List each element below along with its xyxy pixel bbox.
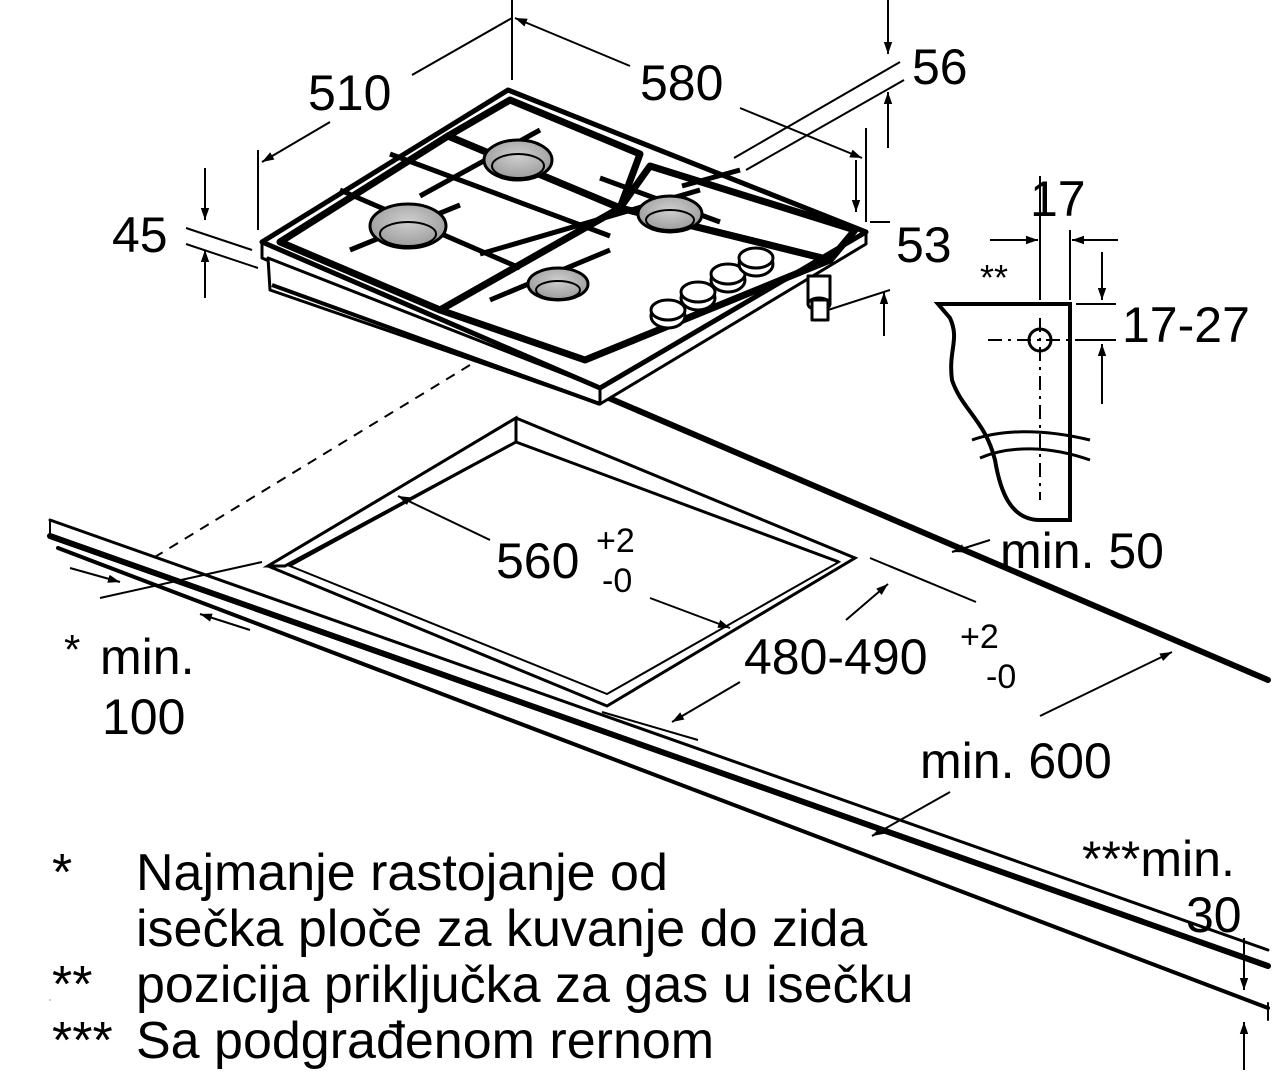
label-min-rear: min. 50 xyxy=(1000,523,1164,579)
dimension-lines xyxy=(69,0,1249,1070)
label-cutout-depth: 480-490 xyxy=(744,629,928,685)
burner-front-left xyxy=(368,202,448,250)
label-cutout-width-tol-minus: -0 xyxy=(602,562,632,600)
label-cutout-width-tol-plus: +2 xyxy=(596,522,635,560)
label-min-side: min. xyxy=(100,629,194,685)
label-gas-range: 17-27 xyxy=(1122,297,1250,353)
dashed-guide xyxy=(149,364,471,561)
legend-mark: ** xyxy=(52,956,93,1014)
gas-connection-detail xyxy=(933,302,1091,522)
hob xyxy=(259,87,869,406)
legend-mark: *** xyxy=(52,1012,113,1070)
label-min-worktop: min. 600 xyxy=(920,733,1112,789)
label-min-side-value: 100 xyxy=(102,689,185,745)
label-cutout-width: 560 xyxy=(496,533,579,589)
label-gas-marker: ** xyxy=(980,257,1008,298)
label-height: 45 xyxy=(112,207,168,263)
label-rear-height: 53 xyxy=(896,217,952,273)
gas-connector xyxy=(806,274,832,322)
label-width: 580 xyxy=(640,55,723,111)
control-knobs xyxy=(649,246,775,330)
worktop xyxy=(47,357,1271,1021)
label-gas-offset: 17 xyxy=(1030,171,1086,227)
label-min-side-marker: * xyxy=(64,626,80,673)
dimension-labels: 510 580 56 45 53 17 ** 17-27 min. 50 560… xyxy=(64,39,1250,943)
legend-mark: * xyxy=(52,844,73,902)
label-cutout-depth-tol-plus: +2 xyxy=(960,618,999,656)
label-min-front-value: 30 xyxy=(1186,887,1242,943)
legend-text: pozicija priključka za gas u isečku xyxy=(136,956,914,1014)
legend-text: Najmanje rastojanje od xyxy=(136,844,668,902)
burner-rear-left xyxy=(482,138,554,182)
label-cutout-depth-tol-minus: -0 xyxy=(986,658,1016,696)
legend-text: Sa podgrađenom rernom xyxy=(136,1012,715,1070)
label-min-front: ***min. xyxy=(1082,831,1235,887)
legend-text: isečka ploče za kuvanje do zida xyxy=(136,900,868,958)
burner-rear-right xyxy=(636,194,704,234)
label-depth: 510 xyxy=(308,65,391,121)
burner-front-right xyxy=(526,266,590,302)
worktop-cutout xyxy=(262,415,859,708)
label-top-offset: 56 xyxy=(912,39,968,95)
